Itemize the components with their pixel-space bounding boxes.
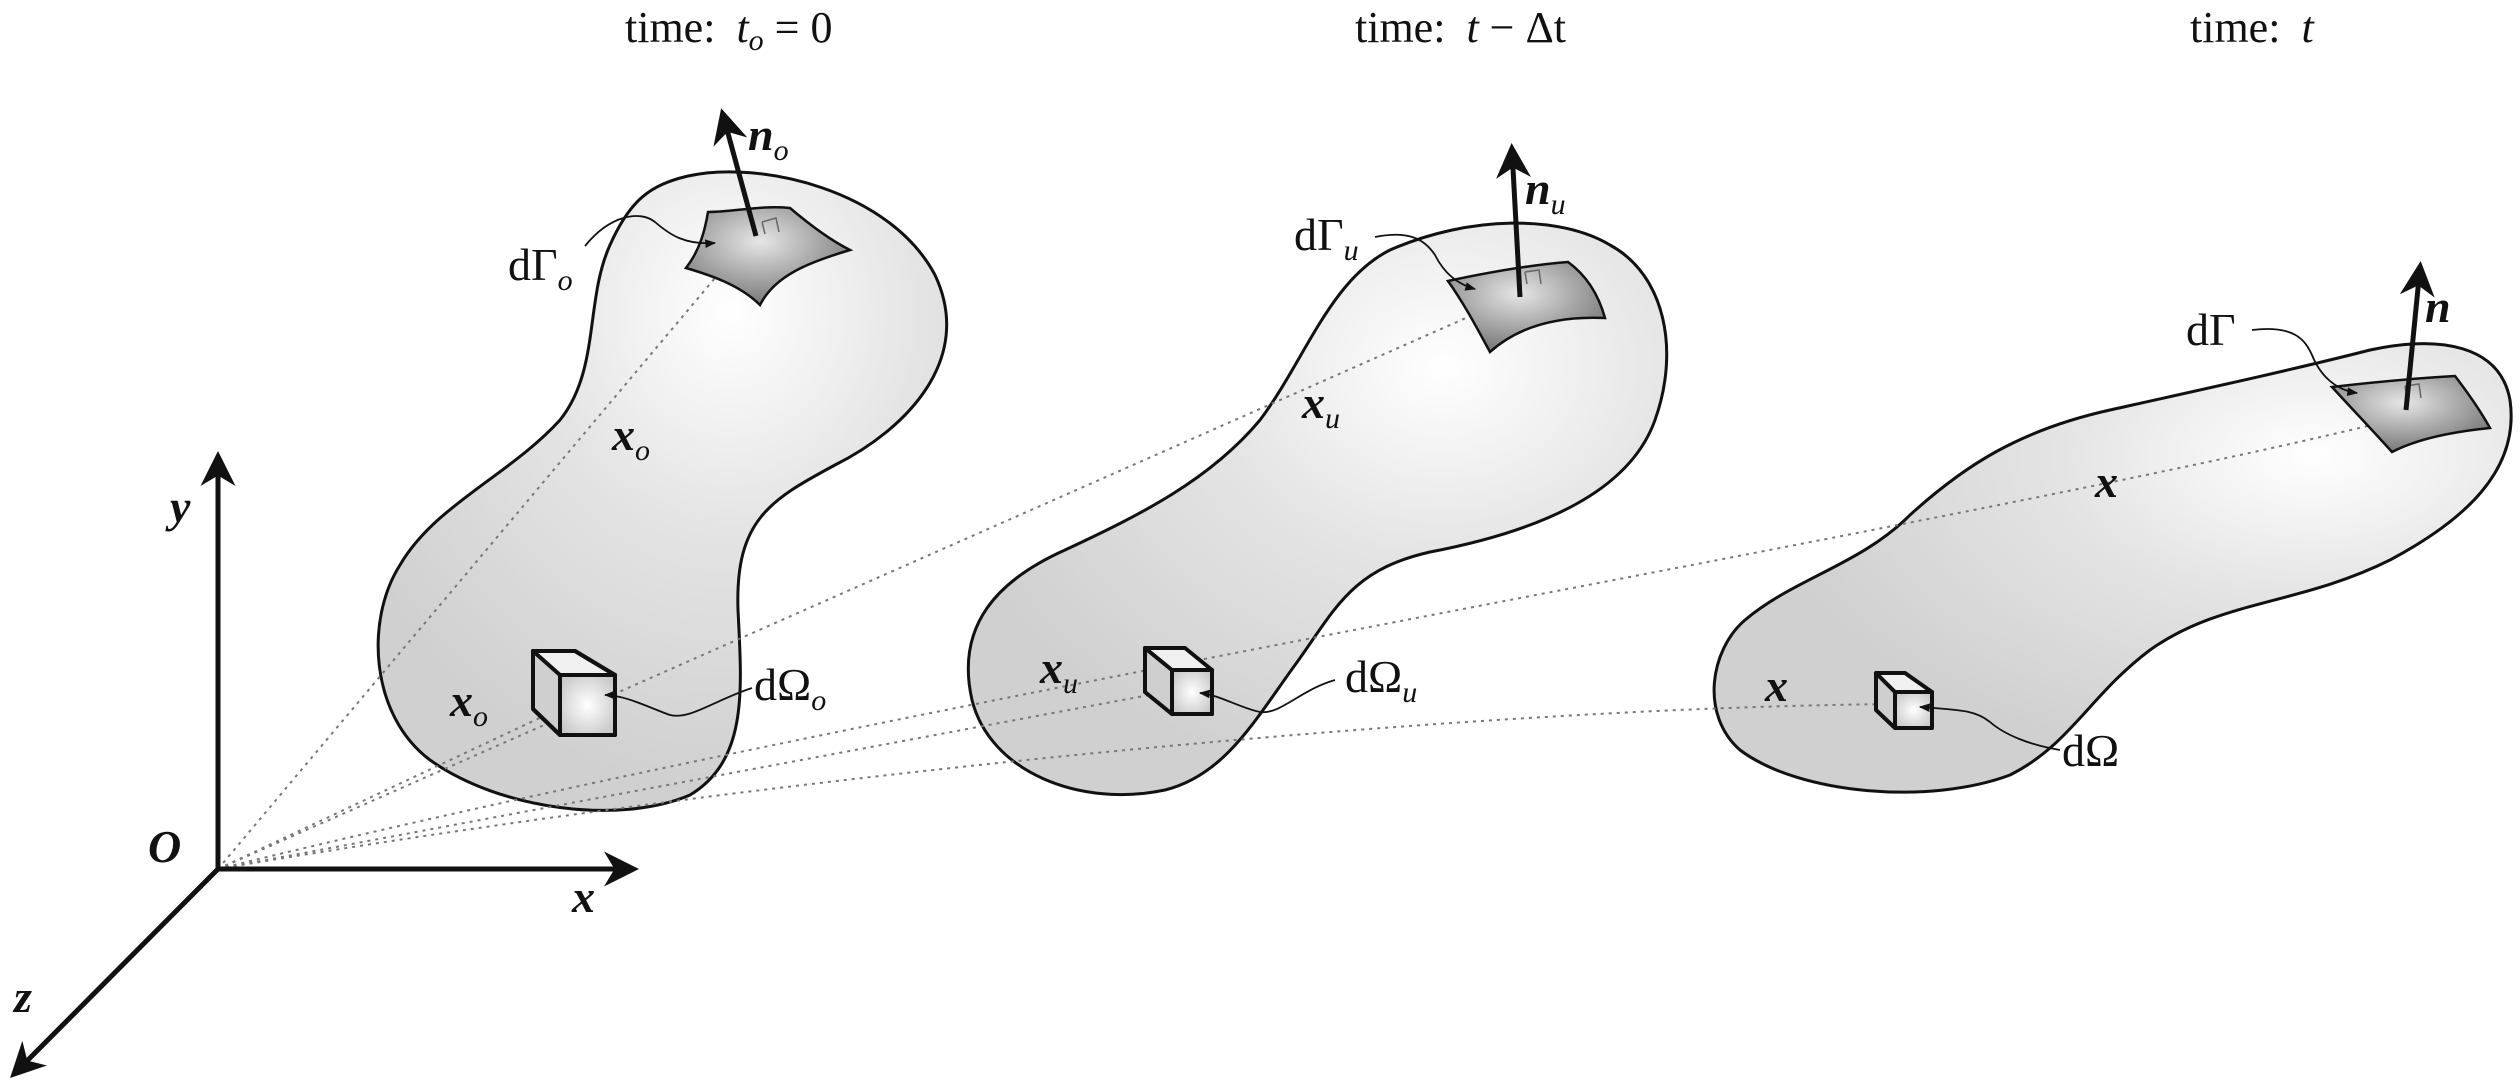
volume-cube-current — [1874, 671, 1934, 730]
time-label-0: time: to = 0 — [625, 3, 833, 57]
position-label-volume-reference: xo — [449, 675, 488, 733]
right-angle-mark — [761, 217, 780, 235]
time-label-2: time: t — [2190, 3, 2315, 52]
position-lines — [217, 233, 2413, 870]
volume-element-label-current: dΩ — [2062, 725, 2119, 776]
leader-dgamma-reference — [584, 215, 717, 248]
normal-label-reference: no — [748, 109, 789, 167]
normal-arrow-reference — [713, 108, 759, 237]
x-axis-label: x — [571, 871, 595, 922]
normal-label-current: n — [2425, 281, 2451, 332]
leader-domega-previous — [1198, 679, 1336, 714]
volume-element-label-reference: dΩo — [754, 659, 826, 717]
normal-arrow-current — [2399, 261, 2435, 411]
volume-cube-reference — [531, 649, 617, 737]
position-label-surface-reference: xo — [611, 409, 650, 467]
body-previous — [966, 221, 1669, 797]
surface-element-label-previous: dΓu — [1294, 209, 1359, 267]
z-axis — [10, 867, 220, 1078]
position-label-volume-current: x — [1764, 660, 1788, 711]
z-axis-label: z — [12, 971, 32, 1022]
volume-cube-previous — [1143, 646, 1214, 716]
surface-element-label-current: dΓ — [2186, 304, 2236, 355]
leader-dgamma-current — [2251, 328, 2359, 396]
normal-label-previous: nu — [1525, 163, 1566, 221]
surface-element-label-reference: dΓo — [508, 239, 573, 297]
normal-arrow-previous — [1496, 143, 1531, 298]
surface-patch-previous — [1445, 260, 1607, 354]
leader-domega-reference — [603, 687, 753, 717]
svg-text:time: t − Δt: time: t − Δt — [1355, 3, 1566, 52]
time-label-1: time: t − Δt — [1355, 3, 1566, 52]
volume-element-label-previous: dΩu — [1345, 651, 1417, 709]
leader-dgamma-previous — [1374, 233, 1477, 291]
position-label-surface-previous: xu — [1301, 377, 1340, 435]
body-reference — [376, 170, 949, 812]
position-label-volume-previous: xu — [1039, 642, 1078, 700]
position-label-surface-current: x — [2094, 456, 2118, 507]
coordinate-axes: O x y z — [10, 451, 639, 1078]
leader-domega-current — [1918, 703, 2061, 751]
origin-label: O — [148, 821, 181, 872]
y-axis-label: y — [165, 481, 191, 532]
surface-patch-reference — [683, 206, 854, 308]
svg-text:time: to = 0: time: to = 0 — [625, 3, 833, 57]
svg-text:time: t: time: t — [2190, 3, 2315, 52]
right-angle-mark — [1524, 269, 1542, 285]
